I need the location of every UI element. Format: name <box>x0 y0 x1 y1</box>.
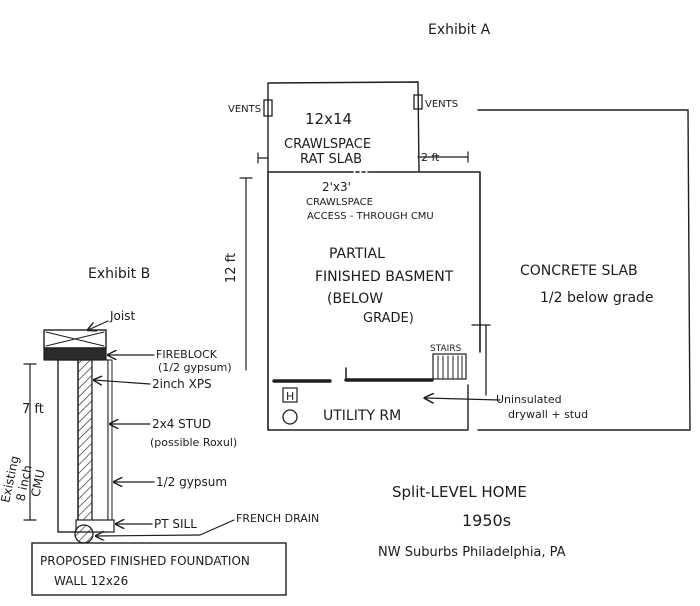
vents-left-label: VENTS <box>228 104 261 115</box>
dim-12ft-line <box>239 177 253 371</box>
home-location: NW Suburbs Philadelphia, PA <box>378 545 566 560</box>
sill-label: PT SILL <box>154 517 197 531</box>
drain-arrow <box>96 519 235 536</box>
slab-label: CONCRETE SLAB <box>520 263 638 279</box>
utility-room <box>267 384 469 431</box>
cmu-wall <box>57 359 79 533</box>
dim-12ft-label: 12 ft <box>224 253 239 283</box>
access-size: 2'x3' <box>322 180 351 194</box>
heater-label: H <box>286 390 294 403</box>
dim-left-tick <box>257 152 269 164</box>
basement-label-4: GRADE) <box>363 311 414 326</box>
basement-room <box>267 171 481 431</box>
drain-label: FRENCH DRAIN <box>236 512 319 525</box>
crawlspace-size: 12x14 <box>305 110 352 128</box>
crawlspace-room <box>267 81 420 173</box>
proposed-label-2: WALL 12x26 <box>54 574 128 588</box>
stairs-label: STAIRS <box>430 344 462 354</box>
gypsum-label: 1/2 gypsum <box>156 475 227 489</box>
xps-layer <box>77 359 93 533</box>
stud-label-1: 2x4 STUD <box>152 417 211 431</box>
crawlspace-rat-slab: RAT SLAB <box>300 152 362 167</box>
basement-label-3: (BELOW <box>327 291 383 307</box>
fireblock-label-1: FIREBLOCK <box>156 348 218 361</box>
vent-right-icon <box>413 94 423 110</box>
fireblock <box>43 347 107 361</box>
proposed-label-1: PROPOSED FINISHED FOUNDATION <box>40 554 250 568</box>
existing-label-3: CMU <box>28 468 47 498</box>
basement-label-1: PARTIAL <box>329 246 385 262</box>
dim-7ft-line <box>23 363 37 521</box>
dim-2ft-label: 2 ft <box>421 151 440 164</box>
french-drain-icon <box>74 524 94 544</box>
utility-label: UTILITY RM <box>323 408 401 424</box>
basement-label-2: FINISHED BASMENT <box>315 269 454 285</box>
uninsulated-label-2: drywall + stud <box>508 408 588 421</box>
xps-arrow <box>94 380 151 384</box>
access-through-cmu: ACCESS - THROUGH CMU <box>307 211 434 222</box>
dim-7ft-label: 7 ft <box>22 402 44 417</box>
gypsum-layer <box>107 359 113 533</box>
stairs <box>432 353 467 380</box>
uninsulated-arrow <box>425 324 501 400</box>
joist-cross <box>45 331 105 347</box>
vents-right-label: VENTS <box>425 99 458 110</box>
stud-layer <box>91 359 109 533</box>
water-heater-icon <box>282 409 298 425</box>
stud-label-2: (possible Roxul) <box>150 436 237 449</box>
proposed-box <box>31 542 287 596</box>
slab-grade: 1/2 below grade <box>540 290 654 306</box>
exhibit-a-title: Exhibit A <box>428 22 491 38</box>
home-era: 1950s <box>462 511 511 530</box>
dim-2ft-line <box>417 151 469 163</box>
vent-left-icon <box>263 99 273 117</box>
joist-label: Joist <box>109 309 135 323</box>
crawlspace-label: CRAWLSPACE <box>284 137 371 152</box>
joist-arrow <box>88 320 109 330</box>
access-crawlspace: CRAWLSPACE <box>306 197 373 208</box>
fireblock-label-2: (1/2 gypsum) <box>158 361 232 374</box>
exhibit-b-title: Exhibit B <box>88 266 150 282</box>
basement-bottom-wall <box>272 378 434 383</box>
uninsulated-label-1: Uninsulated <box>496 393 562 406</box>
concrete-slab-area <box>477 109 691 431</box>
home-type: Split-LEVEL HOME <box>392 483 527 501</box>
heater-icon <box>282 387 298 403</box>
xps-label: 2inch XPS <box>152 377 212 391</box>
